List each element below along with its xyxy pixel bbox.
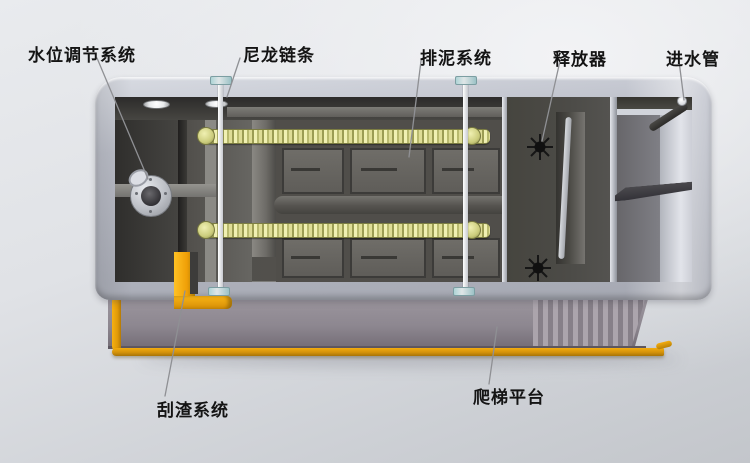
releaser-star-upper [527, 134, 553, 160]
ceiling-port-2 [205, 100, 228, 108]
rod-clamp [453, 287, 475, 296]
ceiling-port-1 [143, 100, 170, 109]
top-beam [227, 107, 503, 117]
partition-right [610, 97, 617, 282]
label-water-level-system: 水位调节系统 [28, 46, 136, 66]
label-inlet-pipe: 进水管 [666, 50, 720, 70]
settling-plate [282, 238, 344, 278]
flange-bolt [135, 192, 138, 195]
inlet-bay-rail [617, 109, 681, 115]
tensioner-rod-left [218, 83, 223, 295]
label-nylon-chain: 尼龙链条 [243, 46, 315, 66]
rod-clamp [455, 76, 477, 85]
inlet-bay-ceiling [617, 97, 692, 110]
handrail-post [112, 299, 121, 352]
inlet-pipe-port [677, 97, 687, 106]
nylon-chain-lower [204, 223, 490, 238]
tensioner-rod-right [463, 83, 468, 295]
chain-sprocket [197, 127, 215, 145]
chain-sprocket [197, 221, 215, 239]
platform-edge [108, 346, 646, 349]
releaser-star-lower [525, 255, 551, 281]
flange-bore [141, 186, 161, 206]
flange-bolt [149, 210, 152, 213]
label-sludge-discharge-system: 排泥系统 [420, 49, 492, 69]
flange-bolt [149, 178, 152, 181]
handrail-bar [112, 348, 664, 356]
sludge-suction-pipe [274, 196, 506, 214]
partition-rod [502, 97, 507, 282]
flange-bolt [164, 192, 167, 195]
scraper-bracket-horizontal [174, 296, 232, 309]
scraper-bracket-side-face [190, 252, 198, 294]
label-scraper-system: 刮渣系统 [157, 401, 229, 421]
ladder-rungs [533, 299, 645, 347]
tank-interior [115, 97, 692, 282]
settling-plate [282, 148, 344, 194]
rod-clamp [208, 287, 230, 296]
label-releaser: 释放器 [553, 50, 607, 70]
nylon-chain-upper [204, 129, 490, 144]
settling-plate [350, 238, 426, 278]
label-ladder-platform: 爬梯平台 [473, 388, 545, 408]
scraper-bracket-vertical [174, 252, 195, 299]
rod-clamp [210, 76, 232, 85]
handrail-end-tip [655, 340, 673, 350]
settling-plate [350, 148, 426, 194]
